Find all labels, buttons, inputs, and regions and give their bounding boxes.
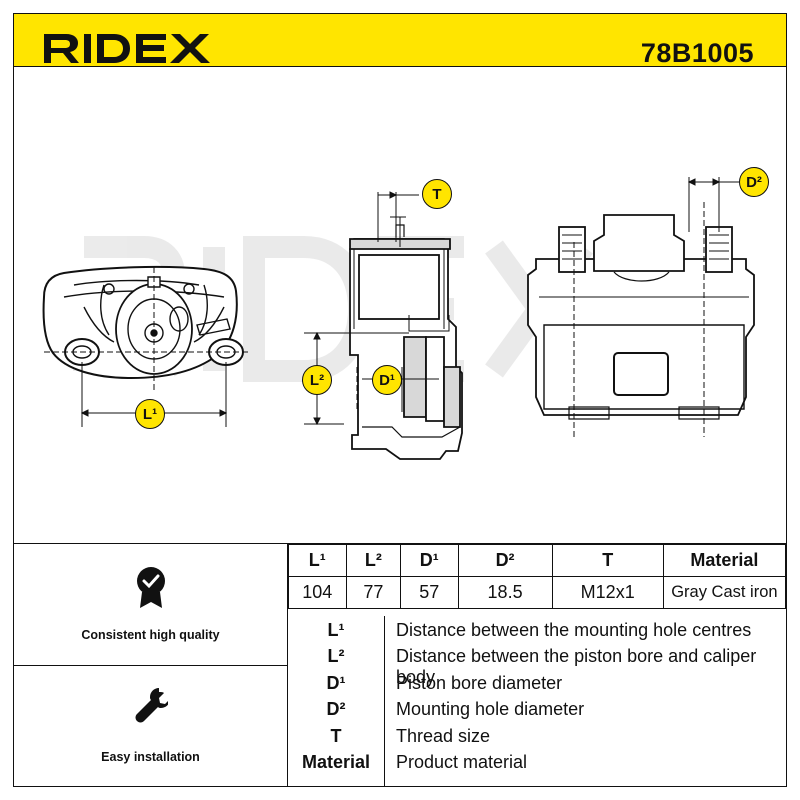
callout-t: T: [422, 179, 452, 209]
dimensions-header-row: L¹ L² D¹ D² T Material: [288, 544, 787, 577]
d2-dimension-lines: [573, 177, 739, 437]
callout-l2: L²: [302, 365, 332, 395]
legend-desc: Mounting hole diameter: [396, 699, 585, 719]
legend-row: L¹ Distance between the mounting hole ce…: [288, 620, 786, 646]
technical-drawing: L¹ L² D¹ T D²: [14, 67, 786, 543]
header-d1: D¹: [400, 544, 459, 577]
header-material: Material: [662, 544, 787, 577]
legend-divider: [384, 616, 385, 787]
header-l2: L²: [345, 544, 402, 577]
header-bar: 78B1005: [13, 13, 787, 68]
legend-row: D¹ Piston bore diameter: [288, 673, 786, 699]
header-d2: D²: [457, 544, 553, 577]
l1-dimension-lines: [44, 267, 249, 427]
part-number: 78B1005: [640, 38, 754, 68]
dimensions-table: L¹ L² D¹ D² T Material 104 77 57 18.5 M1…: [288, 544, 787, 609]
legend-key: D¹: [326, 673, 346, 693]
legend-desc: Distance between the mounting hole centr…: [396, 620, 752, 640]
legend-row: L² Distance between the piston bore and …: [288, 646, 786, 687]
caliper-drawings: [42, 177, 755, 460]
header-l1: L¹: [288, 544, 347, 577]
legend-desc: Distance between the piston bore and cal…: [396, 646, 757, 687]
quality-badge-icon: [136, 567, 165, 608]
value-t: M12x1: [551, 576, 664, 609]
caliper-back-view: [527, 214, 755, 420]
dimensions-value-row: 104 77 57 18.5 M12x1 Gray Cast iron: [288, 576, 787, 609]
side-dimension-lines: [304, 191, 439, 426]
callout-l1: L¹: [135, 399, 165, 429]
feature-installation: Easy installation: [14, 666, 288, 787]
value-l2: 77: [345, 576, 402, 609]
legend-key: T: [330, 726, 342, 746]
callout-d2: D²: [739, 167, 769, 197]
legend-key: L²: [327, 646, 345, 666]
header-t: T: [551, 544, 664, 577]
specs-section: Consistent high quality Easy installatio…: [14, 543, 787, 787]
legend-row: T Thread size: [288, 726, 786, 752]
value-d1: 57: [400, 576, 459, 609]
ridex-logo: [44, 34, 210, 63]
value-l1: 104: [288, 576, 347, 609]
feature-installation-label: Easy installation: [101, 750, 200, 764]
value-d2: 18.5: [457, 576, 553, 609]
feature-quality: Consistent high quality: [14, 544, 288, 666]
caliper-side-view: [349, 216, 463, 460]
value-material: Gray Cast iron: [662, 576, 787, 609]
wrench-icon: [135, 688, 168, 723]
legend-row: D² Mounting hole diameter: [288, 699, 786, 725]
legend-desc: Product material: [396, 752, 528, 772]
legend-desc: Piston bore diameter: [396, 673, 563, 693]
legend-desc: Thread size: [396, 726, 491, 746]
legend-key: Material: [301, 752, 371, 772]
legend-key: D²: [326, 699, 346, 719]
caliper-front-view: [42, 265, 244, 380]
legend-row: Material Product material: [288, 752, 786, 778]
callout-d1: D¹: [372, 365, 402, 395]
legend-key: L¹: [327, 620, 345, 640]
feature-quality-label: Consistent high quality: [81, 628, 220, 642]
